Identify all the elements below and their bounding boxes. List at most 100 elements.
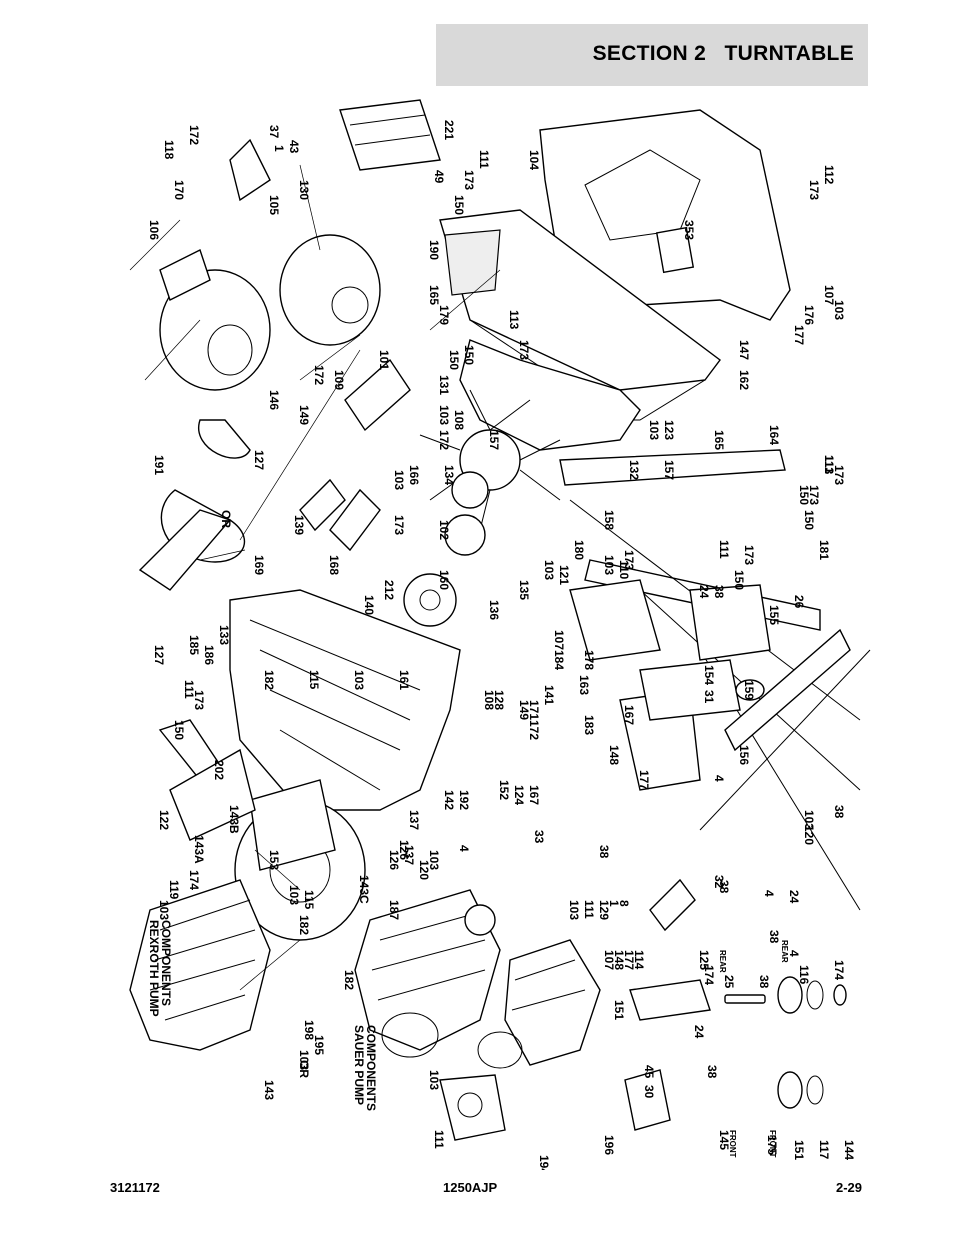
callout-label: 108: [482, 690, 496, 710]
callout-label: 173: [517, 340, 531, 360]
callout-label: 171: [527, 700, 541, 720]
callout-label: 4: [712, 775, 726, 782]
footer-page-number: 2-29: [835, 1180, 862, 1195]
callout-label: 102: [437, 520, 451, 540]
callout-label: 150: [797, 485, 811, 505]
callout-label: 154: [702, 665, 716, 685]
callout-label: 182: [342, 970, 356, 990]
callout-label: 4: [457, 845, 471, 852]
callout-label: 38: [597, 845, 611, 859]
callout-label: 143B: [227, 805, 241, 834]
callout-label: 144: [842, 1140, 856, 1160]
callout-label: 145: [717, 1130, 731, 1150]
callout-label: 106: [147, 220, 161, 240]
callout-label: 111: [477, 150, 491, 169]
callout-label: 4: [762, 890, 776, 897]
section-header: SECTION 2 TURNTABLE: [436, 24, 868, 86]
callout-label: 137: [402, 845, 416, 865]
callout-label: 119: [167, 880, 181, 900]
callout-label: 157: [487, 430, 501, 450]
callout-label: 180: [572, 540, 586, 560]
callout-label: 141: [542, 685, 556, 705]
callout-label: 151: [792, 1140, 806, 1160]
callout-label: 103: [297, 1050, 311, 1070]
callout-label: 172: [437, 430, 451, 450]
callout-label: 103: [647, 420, 661, 440]
callout-label: 116: [797, 965, 811, 985]
callout-label: 38: [767, 930, 781, 944]
callout-label: 132: [627, 460, 641, 480]
callout-label: 161: [397, 670, 411, 690]
callout-label: 173: [832, 465, 846, 485]
callout-label: 172: [312, 365, 326, 385]
callout-label: 111: [432, 1130, 446, 1149]
callout-labels: 1181721701061051301374322111117315049104…: [147, 120, 856, 1170]
callout-label: 174: [187, 870, 201, 890]
callout-label: 143: [262, 1080, 276, 1100]
callout-label: 130: [297, 180, 311, 200]
rexroth-label-line2: COMPONENTS: [159, 920, 173, 1006]
callout-label: 103: [832, 300, 846, 320]
callout-label: 38: [832, 805, 846, 819]
callout-label: 194: [537, 1155, 551, 1170]
callout-label: 146: [267, 390, 281, 410]
callout-label: 167: [527, 785, 541, 805]
callout-label: 175: [765, 1135, 779, 1155]
callout-label: 117: [817, 1140, 831, 1160]
callout-label: 169: [252, 555, 266, 575]
callout-label: 24: [692, 1025, 706, 1039]
callout-label: 105: [267, 195, 281, 215]
callout-label: 181: [817, 540, 831, 560]
callout-label: 111: [582, 900, 596, 919]
callout-label: 136: [487, 600, 501, 620]
callout-label: 126: [397, 840, 411, 860]
callout-label: 149: [517, 700, 531, 720]
callout-label: 212: [382, 580, 396, 600]
callout-label: 153: [267, 850, 281, 870]
callout-label: 172: [187, 125, 201, 145]
callout-label: 182: [262, 670, 276, 690]
callout-label: 122: [157, 810, 171, 830]
callout-label: 24: [697, 585, 711, 599]
rear-label-2: REAR: [780, 940, 789, 963]
callout-label: 115: [307, 670, 321, 690]
callout-label: 128: [492, 690, 506, 710]
callout-label: 150: [172, 720, 186, 740]
callout-label: 120: [802, 825, 816, 845]
callout-label: 186: [202, 645, 216, 665]
callout-label: 110: [617, 560, 631, 580]
callout-label: 30: [642, 1085, 656, 1099]
callout-label: 24: [787, 890, 801, 904]
callout-label: 191: [152, 455, 166, 475]
callout-label: 103: [352, 670, 366, 690]
callout-label: 103: [602, 555, 616, 575]
callout-label: 187: [387, 900, 401, 920]
callout-label: 185: [187, 635, 201, 655]
callout-label: 43: [287, 140, 301, 154]
callout-label: 107: [552, 630, 566, 650]
callout-label: 111: [182, 680, 196, 699]
callout-label: 143A: [192, 835, 206, 864]
callout-label: 150: [452, 195, 466, 215]
callout-label: 113: [822, 455, 836, 475]
callout-label: 1: [607, 900, 621, 907]
callout-label: 135: [517, 580, 531, 600]
callout-label: 38: [717, 880, 731, 894]
callout-label: 149: [297, 405, 311, 425]
callout-label: 134: [442, 465, 456, 485]
callout-label: 151: [612, 1000, 626, 1020]
callout-label: 173: [807, 485, 821, 505]
callout-label: 131: [437, 375, 451, 395]
callout-label: 353: [682, 220, 696, 240]
callout-label: 121: [557, 565, 571, 585]
callout-label: 142: [442, 790, 456, 810]
callout-label: 183: [582, 715, 596, 735]
callout-label: 111: [717, 540, 731, 559]
callout-label: 126: [387, 850, 401, 870]
callout-label: 173: [462, 170, 476, 190]
callout-label: 104: [527, 150, 541, 170]
callout-label: 115: [302, 890, 316, 910]
callout-label: 38: [712, 585, 726, 599]
callout-label: 196: [602, 1135, 616, 1155]
